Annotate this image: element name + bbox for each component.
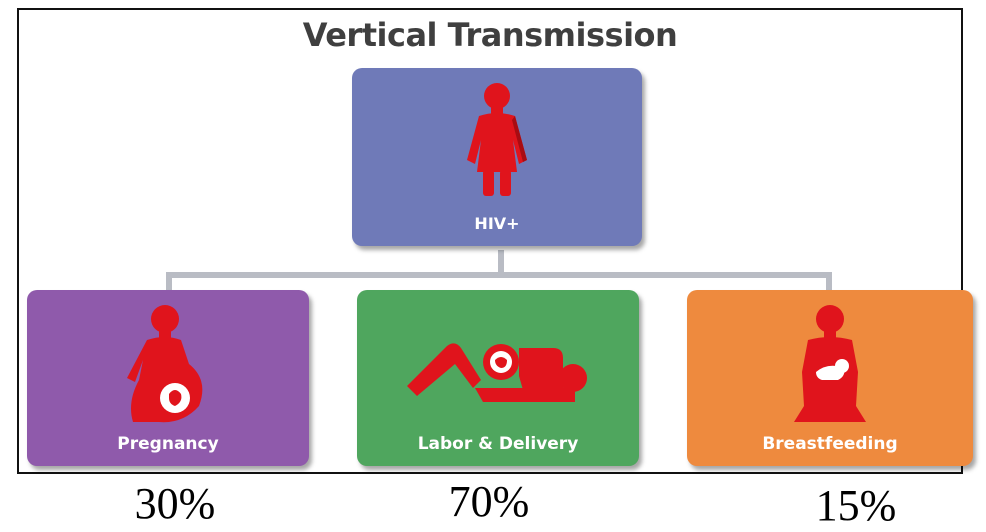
pregnant-woman-icon bbox=[127, 305, 203, 423]
nursing-mother-icon bbox=[794, 305, 866, 422]
birth-icon bbox=[407, 343, 587, 402]
labor-delivery-box: Labor & Delivery bbox=[357, 290, 639, 466]
woman-icon bbox=[467, 83, 527, 196]
pregnancy-box: Pregnancy bbox=[27, 290, 309, 466]
breastfeeding-label: Breastfeeding bbox=[762, 434, 898, 454]
connector-drop-right bbox=[826, 272, 832, 294]
diagram-frame: Vertical Transmission HIV+ bbox=[17, 8, 973, 474]
pregnancy-label: Pregnancy bbox=[117, 434, 219, 454]
breastfeeding-box: Breastfeeding bbox=[687, 290, 973, 466]
diagram-title: Vertical Transmission bbox=[302, 16, 678, 54]
labor-delivery-label: Labor & Delivery bbox=[417, 434, 579, 454]
labor-delivery-percent: 70% bbox=[448, 477, 530, 526]
hiv-positive-label: HIV+ bbox=[474, 214, 520, 233]
pregnancy-percent: 30% bbox=[134, 479, 216, 528]
breastfeeding-percent: 15% bbox=[815, 481, 897, 530]
connector-vertical bbox=[498, 250, 504, 278]
connector-horizontal bbox=[166, 272, 832, 278]
connector-drop-left bbox=[166, 272, 172, 294]
hiv-positive-box: HIV+ bbox=[352, 68, 642, 246]
